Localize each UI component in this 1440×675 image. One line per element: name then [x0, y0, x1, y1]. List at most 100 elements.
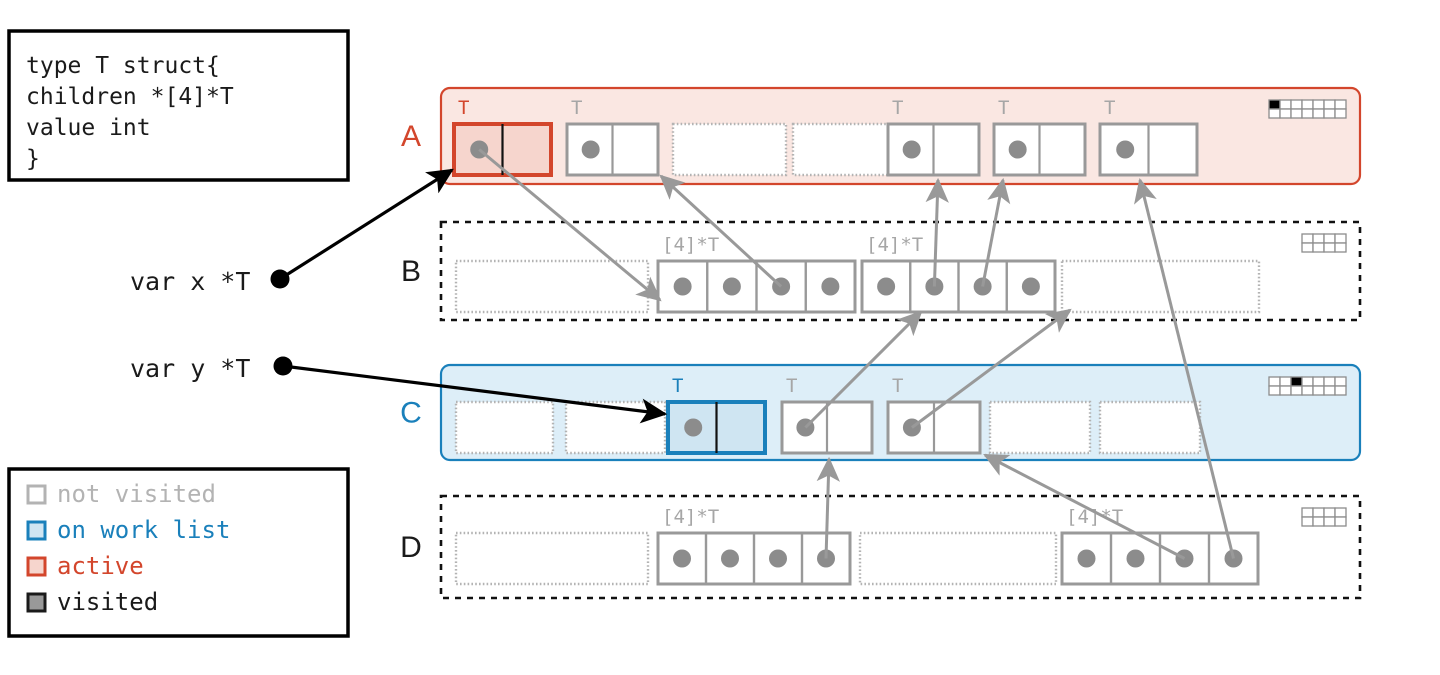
bitmap-cell [1301, 233, 1314, 244]
bitmap-cell [1279, 385, 1292, 396]
bitmap-cell [1323, 233, 1336, 244]
bitmap-cell [1323, 507, 1336, 518]
empty-slot [454, 400, 555, 455]
array-D-struct-3[interactable]: [4]*T [1060, 506, 1260, 586]
bitmap-cell [1312, 385, 1325, 396]
variable-layer: var x *T var y *T [130, 168, 668, 424]
bitmap-C [1268, 376, 1347, 396]
pointer-arrows [478, 148, 1235, 560]
struct-A-struct-4[interactable]: T [886, 97, 981, 177]
code-line-0: type T struct{ [26, 53, 220, 79]
struct-A-struct-1[interactable]: T [565, 97, 660, 177]
bitmap-cell [1268, 385, 1281, 396]
legend-border [7, 467, 350, 638]
bitmap-cell [1290, 376, 1303, 387]
bitmap-cell [1334, 108, 1347, 119]
array-D-struct-1[interactable]: [4]*T [656, 506, 852, 586]
bitmap-cell [1301, 242, 1314, 253]
bitmap-cell [1301, 108, 1314, 119]
legend-swatch-2 [26, 520, 47, 541]
bitmap-B [1301, 233, 1347, 253]
array-B-struct-2[interactable]: [4]*T [860, 234, 1057, 314]
bitmap-cell [1290, 108, 1303, 119]
pointer-dot [1077, 549, 1096, 568]
bitmap-cell [1312, 242, 1325, 253]
bitmap-cell [1279, 376, 1292, 387]
bitmap-cell [1323, 242, 1336, 253]
legend-swatch-1 [26, 484, 47, 505]
empty-slot [1098, 400, 1202, 455]
variable-label-1: var x *T [130, 267, 250, 296]
struct-C-struct-3[interactable]: T [780, 375, 874, 455]
struct-A-struct-5[interactable]: T [992, 97, 1087, 177]
arrow-A0-to-B1 [478, 148, 662, 302]
pointer-dot [1021, 277, 1040, 296]
type-label: T [786, 375, 797, 397]
legend-swatch-4 [26, 592, 47, 613]
pointer-dot [581, 140, 600, 159]
pointer-dot [821, 277, 840, 296]
arrow-D3c3-to-A6 [1134, 177, 1235, 559]
bitmap-cell [1301, 507, 1314, 518]
pointer-dot [673, 549, 691, 568]
row-label-A: A [401, 120, 421, 153]
variable-arrow-2 [282, 364, 668, 424]
legend-label-2: on work list [57, 516, 230, 544]
type-label: T [672, 375, 683, 397]
bitmap-cell [1279, 108, 1292, 119]
empty-slot [671, 122, 788, 177]
bitmap-cell [1301, 516, 1314, 527]
legend-label-1: not visited [57, 480, 216, 508]
bitmap-cell [1323, 108, 1336, 119]
bitmap-cell [1334, 233, 1347, 244]
code-line-2: value int [26, 115, 151, 141]
bitmap-cell [1334, 242, 1347, 253]
empty-slot [564, 400, 667, 455]
bitmap-cell [1312, 507, 1325, 518]
pointer-dot [1008, 140, 1027, 159]
variable-label-2: var y *T [130, 354, 250, 383]
bitmap-cell [1323, 99, 1336, 110]
empty-slot [454, 259, 650, 314]
bitmap-cell [1312, 376, 1325, 387]
bitmap-cell [1312, 233, 1325, 244]
bitmap-cell [1290, 385, 1303, 396]
type-label: T [892, 375, 903, 397]
bitmap-cell [1279, 99, 1292, 110]
type-label: [4]*T [662, 234, 719, 256]
bitmap-cell [1334, 99, 1347, 110]
arrow-B2c2-to-A5 [981, 177, 1011, 287]
struct-A-struct-6[interactable]: T [1098, 97, 1199, 177]
pointer-dot [769, 549, 787, 568]
code-line-1: children *[4]*T [26, 84, 234, 110]
pointer-dot [877, 277, 896, 296]
bitmap-cell [1312, 108, 1325, 119]
pointer-dot [1116, 140, 1135, 159]
type-label: T [892, 97, 903, 119]
row-bitmaps [1268, 99, 1347, 527]
bitmap-cell [1312, 99, 1325, 110]
pointer-dot [722, 277, 741, 296]
legend-label-3: active [57, 552, 144, 580]
struct-C-struct-2[interactable]: T [666, 375, 767, 455]
bitmap-cell [1301, 99, 1314, 110]
bitmap-cell [1334, 516, 1347, 527]
bitmap-cell [1312, 516, 1325, 527]
bitmap-cell [1301, 385, 1314, 396]
bitmap-cell [1323, 385, 1336, 396]
struct-A-struct-0[interactable]: T [452, 97, 553, 177]
type-label: [4]*T [662, 506, 719, 528]
arrow-B1c2-to-A1 [659, 174, 783, 288]
bitmap-cell [1301, 376, 1314, 387]
array-B-struct-1[interactable]: [4]*T [656, 234, 857, 314]
struct-definition-box: type T struct{ children *[4]*T value int… [7, 29, 350, 182]
struct-definition-border [7, 29, 350, 182]
arrow-D1c3-to-C3 [816, 456, 841, 559]
type-label: T [1104, 97, 1115, 119]
arrow-C2-to-B [911, 308, 1072, 429]
empty-slot [988, 400, 1092, 455]
pointer-dot [902, 140, 921, 159]
pointer-dot [721, 549, 739, 568]
